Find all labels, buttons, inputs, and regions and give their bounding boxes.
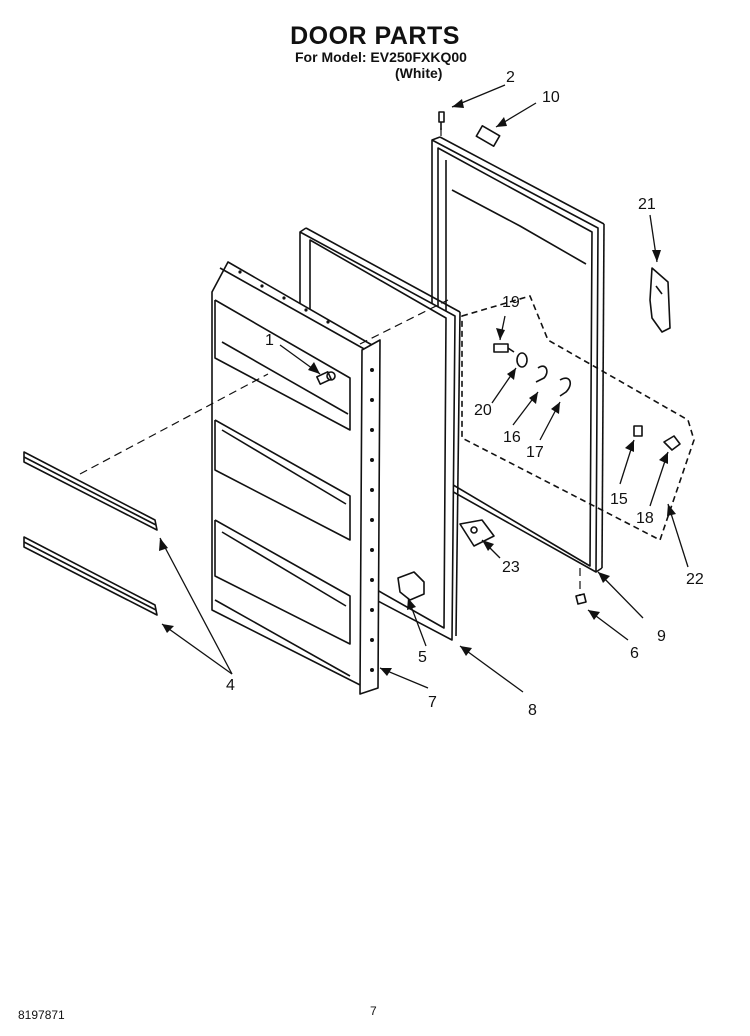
callout-15: 15 <box>610 491 628 508</box>
callout-22: 22 <box>686 571 704 588</box>
part-19-screw <box>493 343 515 353</box>
shelf-rail-lower <box>23 536 158 616</box>
callout-8: 8 <box>528 702 537 719</box>
callout-19: 19 <box>502 294 520 311</box>
callout-23: 23 <box>502 559 520 576</box>
door-liner <box>211 261 381 695</box>
page-number: 7 <box>370 1004 377 1018</box>
part-23-hinge-pin <box>459 519 495 547</box>
part-2-screw <box>438 111 445 130</box>
part-16-clip <box>535 365 548 383</box>
callout-18: 18 <box>636 510 654 527</box>
callout-1: 1 <box>265 332 274 349</box>
callout-7: 7 <box>428 694 437 711</box>
part-5-bracket <box>397 571 425 601</box>
part-18-plug <box>663 435 681 451</box>
document-number: 8197871 <box>18 1008 65 1022</box>
page-title: DOOR PARTS <box>290 22 460 50</box>
callout-20: 20 <box>474 402 492 419</box>
callout-21: 21 <box>638 196 656 213</box>
part-6-bumper <box>575 593 587 605</box>
callout-16: 16 <box>503 429 521 446</box>
callout-10: 10 <box>542 89 560 106</box>
model-subtitle: For Model: EV250FXKQ00 <box>295 49 467 65</box>
callout-9: 9 <box>657 628 666 645</box>
callout-2: 2 <box>506 69 515 86</box>
callout-5: 5 <box>418 649 427 666</box>
color-label: (White) <box>395 65 443 81</box>
callout-17: 17 <box>526 444 544 461</box>
part-15-screw <box>633 425 643 437</box>
shelf-rail-upper <box>23 451 158 531</box>
part-17-clip <box>559 377 572 397</box>
callout-4: 4 <box>226 677 235 694</box>
part-10-label <box>475 125 501 147</box>
part-21-hinge <box>649 267 671 333</box>
part-20-washer <box>516 352 528 368</box>
callout-6: 6 <box>630 645 639 662</box>
part-22-kit-outline <box>461 295 695 541</box>
part-1-screw <box>316 371 336 385</box>
